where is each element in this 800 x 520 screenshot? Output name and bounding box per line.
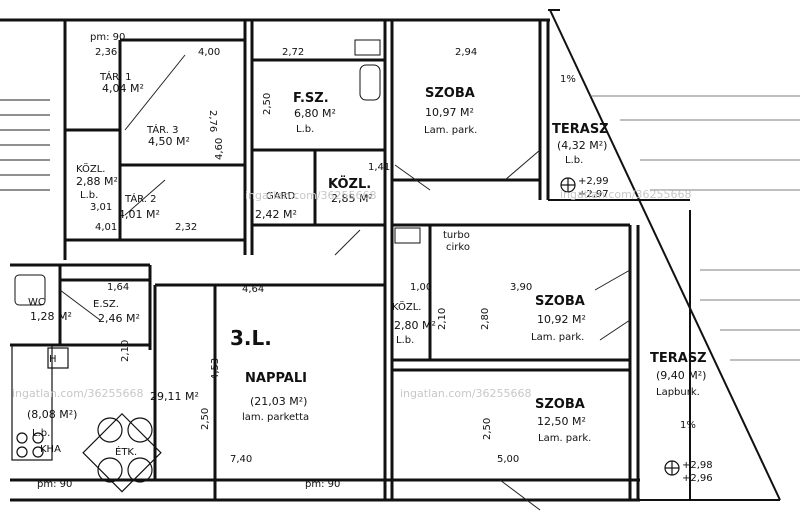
watermark: ingatlan.com/36255668 [245, 189, 377, 202]
dim-label: 4,01 [95, 222, 117, 233]
kozl-center-area: 2,85 M² [331, 192, 373, 205]
dim-label: 29,11 M² [150, 390, 199, 403]
wc-name: WC [28, 297, 45, 308]
fsz-area: 6,80 M² [294, 107, 336, 120]
level-label: +2,97 [578, 189, 609, 200]
fixture-h: H [49, 354, 57, 365]
tar2-area: 4,01 M² [118, 208, 160, 221]
dim-label: 4,64 [242, 284, 264, 295]
dim-label: pm: 90 [305, 479, 340, 490]
tar2-name: TÁR. 2 [124, 192, 156, 205]
dim-label: 2,50 [482, 418, 493, 440]
etk-name: ÉTK. [115, 445, 137, 458]
garb-name: GARD. [266, 191, 298, 202]
slope-label: 1% [560, 74, 576, 85]
dim-label: 5,00 [497, 454, 519, 465]
dim-label: 4,53 [210, 358, 221, 380]
dim-label: pm: 90 [37, 479, 72, 490]
garb-area: 2,42 M² [255, 208, 297, 221]
dim-label: 1,41 [368, 162, 390, 173]
nappali-name: NAPPALI [245, 371, 307, 386]
terasz-top-area: (4,32 M²) [557, 139, 607, 152]
kozl-right-name: KÖZL. [392, 300, 421, 313]
stairs [0, 99, 50, 191]
dim-label: 2,32 [175, 222, 197, 233]
fsz-name: F.SZ. [293, 91, 329, 106]
door-swings [59, 54, 631, 511]
kozl-left-area: 2,88 M² [76, 175, 118, 188]
kozl-left-name: KÖZL. [76, 162, 105, 175]
dim-label: 2,72 [282, 47, 304, 58]
dim-label: 1,00 [410, 282, 432, 293]
level-labels: +2,99 +2,97 +2,98 +2,96 1% 1% [560, 74, 713, 484]
esz-area: 2,46 M² [98, 312, 140, 325]
szoba-bottom-area: 12,50 M² [537, 415, 586, 428]
dim-label: 2,10 [120, 340, 131, 362]
level-markers [560, 177, 680, 476]
watermark: ingatlan.com/36255668 [400, 387, 532, 400]
kozl-center-name: KÖZL. [328, 176, 371, 192]
tar3-area: 4,50 M² [148, 135, 190, 148]
dim-label: pm: 90 [90, 32, 125, 43]
szoba-bottom-name: SZOBA [535, 397, 585, 412]
dim-label: 2,36 [95, 47, 117, 58]
unit-label: 3.L. [230, 326, 272, 350]
esz-name: E.SZ. [93, 299, 119, 310]
extension-lines [590, 95, 800, 361]
turbo-label: turbo [443, 230, 470, 241]
dim-label: 3,90 [510, 282, 532, 293]
szoba-top-area: 10,97 M² [425, 106, 474, 119]
tar3-name: TÁR. 3 [146, 123, 178, 136]
dim-label: 4,00 [198, 47, 220, 58]
kha-floor: L.b. [32, 428, 50, 439]
terasz-bottom-floor: Lapburk. [656, 387, 700, 398]
cirko-label: cirko [446, 242, 470, 253]
dim-label: 7,40 [230, 454, 252, 465]
tar1-area: 4,04 M² [102, 82, 144, 95]
dim-label: 3,01 [90, 202, 112, 213]
terasz-top-floor: L.b. [565, 155, 583, 166]
dim-label: 4,60 [214, 138, 225, 160]
bath-fixtures [14, 39, 421, 306]
dimension-labels: pm: 90 2,36 4,00 2,72 2,94 2,50 2,76 4,6… [37, 32, 532, 490]
terasz-bottom-name: TERASZ [650, 351, 707, 366]
fsz-floor: L.b. [296, 124, 314, 135]
dim-label: 2,76 [207, 110, 218, 132]
dim-label: 2,80 [480, 308, 491, 330]
kha-area: (8,08 M²) [27, 408, 77, 421]
dim-label: 2,50 [200, 408, 211, 430]
tar1-name: TÁR. 1 [99, 70, 131, 83]
watermark: ingatlan.com/36255668 [560, 188, 692, 201]
watermark: ingatlan.com/36255668 [12, 387, 144, 400]
szoba-top-name: SZOBA [425, 86, 475, 101]
nappali-area: (21,03 M²) [250, 395, 307, 408]
dim-label: 2,10 [437, 308, 448, 330]
dim-label: 2,50 [262, 93, 273, 115]
szoba-bottom-floor: Lam. park. [538, 433, 591, 444]
kozl-right-floor: L.b. [396, 335, 414, 346]
level-label: +2,98 [682, 460, 713, 471]
kitchen-fixtures [11, 344, 162, 493]
szoba-top-floor: Lam. park. [424, 125, 477, 136]
kozl-right-area: 2,80 M² [394, 319, 436, 332]
kozl-left-floor: L.b. [80, 190, 98, 201]
dim-label: 2,94 [455, 47, 477, 58]
terrace-outline [548, 9, 781, 501]
szoba-mid-name: SZOBA [535, 294, 585, 309]
slope-label: 1% [680, 420, 696, 431]
terasz-bottom-area: (9,40 M²) [656, 369, 706, 382]
kha-name: KHA [40, 444, 61, 455]
terasz-top-name: TERASZ [552, 122, 609, 137]
nappali-floor: lam. parketta [242, 412, 309, 423]
watermarks: ingatlan.com/36255668 ingatlan.com/36255… [12, 188, 692, 400]
level-label: +2,96 [682, 473, 713, 484]
dim-label: 1,64 [107, 282, 129, 293]
room-labels: 3.L. NAPPALI (21,03 M²) lam. parketta SZ… [27, 70, 707, 458]
level-label: +2,99 [578, 176, 609, 187]
szoba-mid-floor: Lam. park. [531, 332, 584, 343]
szoba-mid-area: 10,92 M² [537, 313, 586, 326]
wc-area: 1,28 M² [30, 310, 72, 323]
